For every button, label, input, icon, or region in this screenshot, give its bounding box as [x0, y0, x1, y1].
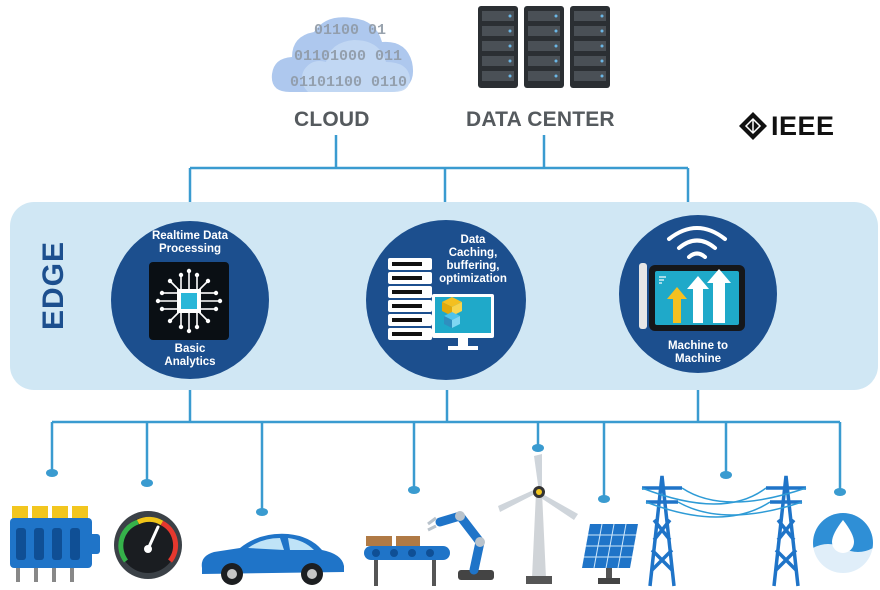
power-towers-icon — [638, 470, 810, 588]
wind-turbine-icon — [496, 452, 582, 586]
binary-row: 01100 01 — [314, 22, 387, 39]
water-drop-icon — [812, 512, 874, 574]
edge-node-m2m: Machine to Machine — [619, 215, 777, 373]
node-title-line: Realtime Data — [151, 230, 229, 242]
ieee-diamond-icon — [739, 112, 767, 140]
ieee-logo-text: IEEE — [771, 111, 835, 141]
engine-block-icon — [8, 500, 102, 584]
cloud-label: CLOUD — [294, 108, 370, 131]
monitor-icon — [432, 294, 494, 352]
edge-node-caching: Data Caching, buffering, optimization — [366, 220, 526, 380]
node-caption-line: Caching, — [448, 247, 498, 259]
node-title-line: Processing — [159, 243, 221, 255]
server-stack-icon — [388, 258, 432, 344]
node-caption-line: Analytics — [164, 356, 216, 368]
car-icon — [196, 528, 348, 586]
node-caption-line: Basic — [174, 343, 206, 355]
robot-arm-conveyor-icon — [362, 508, 502, 588]
edge-node-analytics: Realtime Data Processing Basic — [111, 221, 269, 379]
speedometer-icon — [112, 509, 184, 581]
node-caption-line: Data — [460, 234, 486, 246]
tablet-device-icon — [639, 259, 747, 333]
cloud-icon: 01100 01 01101000 011 01101100 0110 — [268, 12, 420, 96]
ieee-logo: IEEE — [738, 110, 848, 141]
node-caption-line: buffering, — [446, 260, 500, 272]
wifi-icon — [665, 223, 729, 259]
node-caption-line: Machine — [674, 353, 721, 365]
server-rack-icon — [478, 6, 612, 88]
data-center-label: DATA CENTER — [466, 108, 615, 131]
solar-panel-icon — [580, 520, 640, 586]
binary-row: 01101100 0110 — [290, 74, 408, 91]
node-caption-line: Machine to — [667, 340, 729, 352]
processor-chip-icon — [149, 262, 229, 340]
binary-row: 01101000 011 — [294, 48, 403, 65]
node-caption-line: optimization — [439, 273, 507, 285]
edge-label: EDGE — [37, 240, 70, 330]
